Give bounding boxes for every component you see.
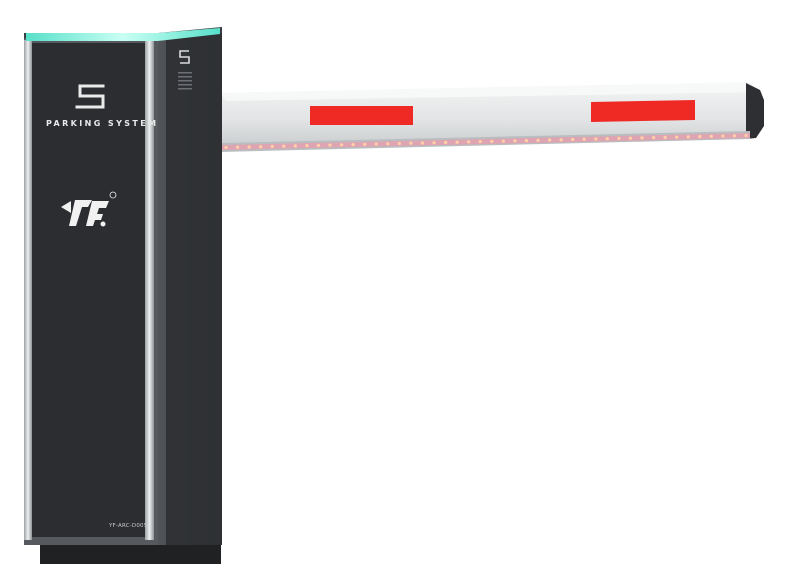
reflector-stripe-left	[310, 106, 413, 125]
boom-end-cap	[746, 83, 764, 139]
led-dot	[594, 137, 598, 141]
led-dot	[605, 137, 609, 141]
led-dot	[640, 136, 644, 140]
led-dot	[524, 139, 529, 143]
cabinet-side-shadow	[166, 33, 222, 545]
led-dot	[501, 139, 505, 143]
led-dot	[305, 144, 309, 148]
led-dot	[698, 135, 702, 139]
led-dot	[652, 136, 656, 140]
led-dot	[721, 134, 725, 138]
right-chrome-trim	[145, 40, 154, 540]
led-dot	[744, 133, 748, 138]
led-dot	[513, 139, 517, 143]
s-logo-icon	[75, 84, 105, 109]
led-dot	[536, 138, 540, 142]
led-dot	[675, 135, 679, 139]
led-dot	[455, 140, 459, 144]
left-chrome-trim	[24, 40, 32, 540]
led-dot	[247, 145, 251, 149]
led-dot	[420, 141, 424, 145]
led-dot	[686, 135, 690, 139]
led-dot	[663, 135, 667, 139]
led-dot	[432, 141, 436, 145]
gate-cabinet	[24, 27, 222, 564]
led-dot	[236, 145, 240, 149]
led-dot	[709, 134, 713, 138]
led-dot	[282, 144, 286, 148]
led-dot	[363, 142, 367, 146]
led-dot	[444, 140, 448, 144]
led-dot	[548, 138, 552, 142]
led-dot	[397, 141, 401, 146]
led-dot	[328, 143, 332, 147]
boom-arm	[220, 82, 764, 152]
led-dot	[628, 136, 633, 140]
led-dot	[270, 144, 274, 148]
led-dot	[582, 137, 586, 141]
boom-top-face	[220, 82, 762, 101]
led-strip	[224, 133, 748, 150]
led-dot	[374, 142, 378, 146]
led-dot	[386, 142, 390, 146]
led-dot	[351, 143, 355, 147]
led-dot	[259, 145, 263, 149]
led-dot	[340, 143, 344, 147]
led-dot	[490, 139, 494, 143]
led-dot	[467, 140, 471, 144]
brand-logo-icon	[61, 191, 117, 227]
led-dot	[224, 145, 228, 150]
led-dot	[478, 140, 482, 144]
top-light-strip	[26, 28, 220, 41]
led-dot	[409, 141, 413, 145]
led-dot	[293, 144, 297, 148]
cabinet-front-panel	[32, 43, 145, 537]
model-number-label: YF-ARC-D005	[109, 523, 148, 529]
led-dot	[732, 134, 737, 138]
led-dot	[316, 143, 320, 147]
led-dot	[571, 137, 575, 142]
small-s-logo-icon	[179, 50, 190, 64]
reflector-stripe-right	[591, 100, 695, 122]
boom-body	[220, 82, 762, 150]
led-dot	[617, 136, 621, 140]
led-dot	[559, 138, 563, 142]
parking-system-label: PARKING SYSTEM	[46, 119, 159, 128]
vent-grille	[178, 72, 192, 90]
